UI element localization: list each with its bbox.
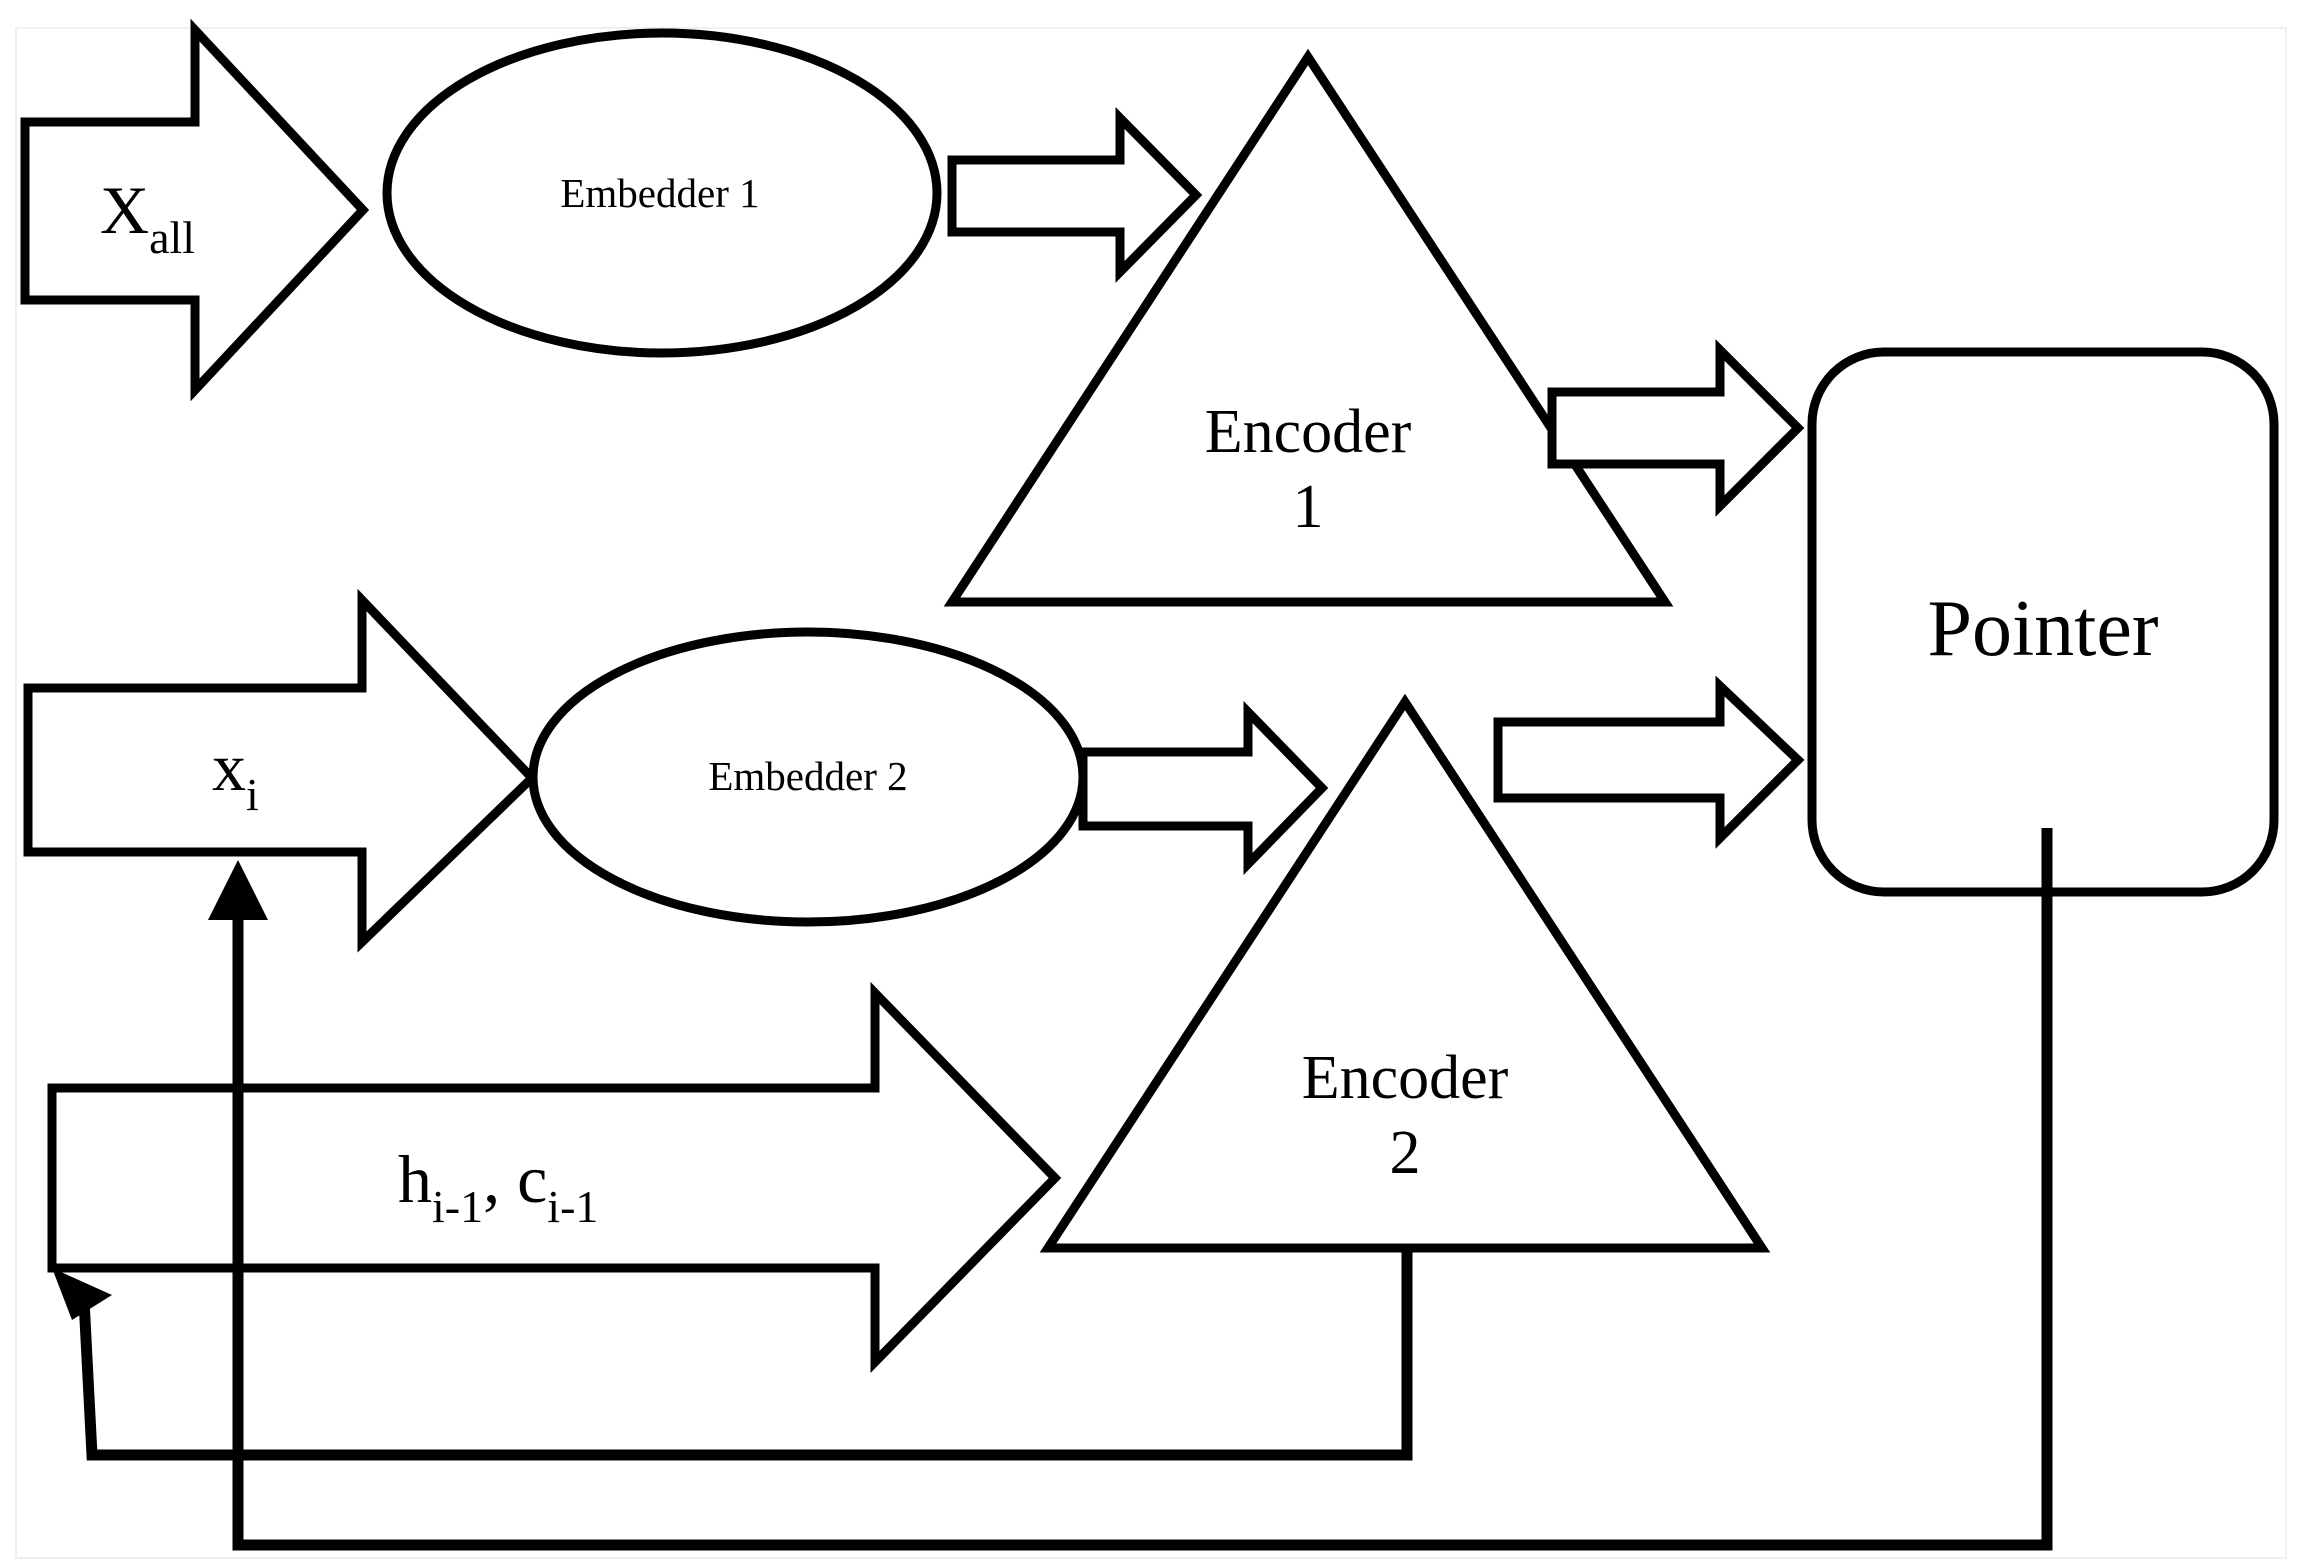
x-all-arrow-shape	[20, 18, 370, 402]
embedder-1: Embedder 1	[382, 28, 942, 358]
hidden-state-arrow-shape	[47, 981, 1062, 1374]
x-i-subscript: i	[246, 769, 259, 820]
embedder-2: Embedder 2	[528, 627, 1088, 927]
arrow-embedder-2-to-encoder-2	[1078, 700, 1329, 876]
diagram-frame	[15, 27, 2287, 1559]
x-all-base: X	[100, 172, 149, 248]
pointer-block: Pointer	[1807, 347, 2279, 897]
feedback-state-arrowhead	[52, 1268, 112, 1320]
hidden-state-arrow: hi-1, ci-1	[47, 981, 1062, 1374]
encoder-1-label-line2: 1	[1293, 473, 1324, 541]
embedder-1-ellipse	[382, 28, 942, 358]
c-subscript: i-1	[547, 1181, 598, 1232]
encoder-2: Encoder 2	[1039, 693, 1771, 1253]
h-base: h	[398, 1141, 432, 1217]
x-i-label: xi	[212, 729, 259, 820]
h-subscript: i-1	[432, 1181, 483, 1232]
embedder-1-label: Embedder 1	[560, 170, 759, 216]
arrow-embedder-1-to-encoder-1	[947, 107, 1203, 283]
x-i-input-arrow: xi	[23, 588, 539, 953]
encoder-1-triangle	[943, 48, 1674, 607]
hidden-state-label: hi-1, ci-1	[398, 1141, 598, 1232]
encoder-2-label-line2: 2	[1390, 1119, 1421, 1187]
arrow-encoder-1-to-pointer	[1547, 339, 1805, 517]
arrow-encoder-2-to-pointer	[1493, 675, 1805, 849]
feedback-encoder-2-to-state	[52, 1248, 1413, 1461]
c-base: c	[517, 1141, 547, 1217]
embedder-2-label: Embedder 2	[708, 753, 907, 799]
feedback-pointer-arrowhead	[208, 860, 268, 920]
x-all-subscript: all	[149, 212, 195, 263]
state-separator: ,	[483, 1141, 517, 1217]
x-all-input-arrow: Xall	[20, 18, 370, 402]
encoder-1: Encoder 1	[943, 48, 1674, 607]
encoder-1-label-line1: Encoder	[1205, 398, 1412, 466]
feedback-pointer-line	[232, 828, 2053, 1551]
pointer-label: Pointer	[1927, 585, 2158, 673]
feedback-pointer-to-x-i	[208, 828, 2053, 1551]
x-all-label: Xall	[100, 172, 195, 263]
x-i-arrow-shape	[23, 588, 539, 953]
feedback-state-line	[78, 1248, 1413, 1461]
encoder-2-label-line1: Encoder	[1302, 1044, 1509, 1112]
x-i-base: x	[212, 729, 246, 805]
